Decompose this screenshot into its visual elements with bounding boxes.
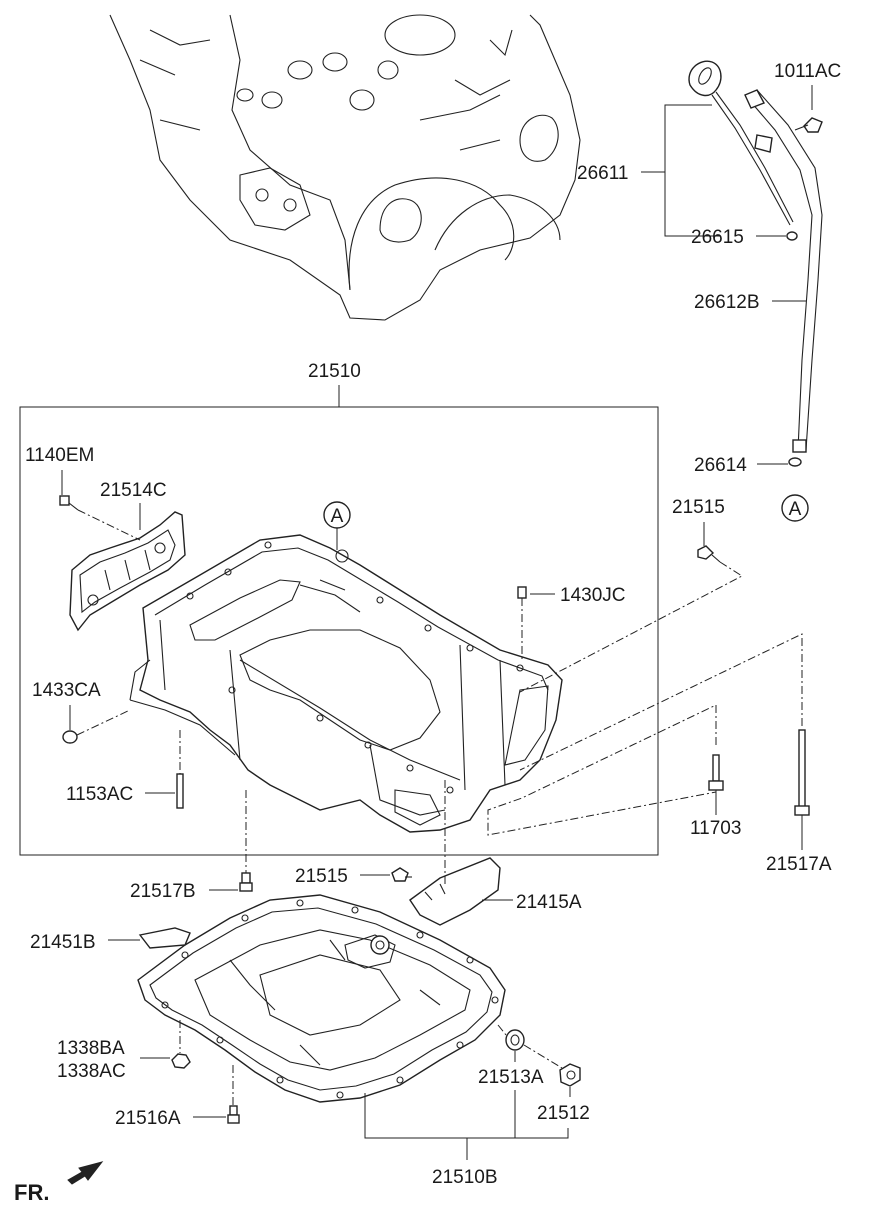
label-1338AC: 1338AC [57, 1061, 126, 1082]
label-1153AC: 1153AC [66, 784, 133, 805]
stud-1153AC [176, 730, 184, 809]
bolt-21515-upper [697, 545, 721, 563]
label-26614: 26614 [694, 455, 747, 476]
label-1011AC: 1011AC [774, 61, 841, 82]
label-11703: 11703 [690, 818, 741, 839]
label-1433CA: 1433CA [32, 680, 101, 701]
front-label: FR. [14, 1180, 49, 1205]
dipstick-assembly [688, 60, 823, 453]
bolt-11703 [708, 754, 724, 791]
label-26615: 26615 [691, 227, 744, 248]
lower-oil-pan [137, 894, 506, 1103]
label-21517B: 21517B [130, 881, 196, 902]
plug-1433CA [62, 709, 131, 744]
assembly-box-21510 [19, 406, 659, 856]
label-26611: 26611 [577, 163, 628, 184]
o-ring-26614 [788, 457, 802, 467]
label-21514C: 21514C [100, 480, 167, 501]
dowel-pin-1430JC [517, 586, 527, 660]
label-21513A: 21513A [478, 1067, 544, 1088]
label-21515-lower: 21515 [295, 866, 348, 887]
label-21451B: 21451B [30, 932, 96, 953]
svg-text:A: A [331, 506, 344, 527]
label-1430JC: 1430JC [560, 585, 626, 606]
label-1338BA: 1338BA [57, 1038, 125, 1059]
clip-21451B [138, 927, 191, 949]
bolt-21517B [239, 872, 253, 892]
label-1140EM: 1140EM [25, 445, 94, 466]
nut-1338BA [171, 1053, 191, 1069]
label-21510: 21510 [308, 361, 361, 382]
label-21516A: 21516A [115, 1108, 181, 1129]
label-21415A: 21415A [516, 892, 582, 913]
o-ring-26615 [786, 231, 798, 241]
long-bolt-21517A [794, 729, 810, 816]
drain-plug-21512 [559, 1063, 581, 1087]
svg-text:A: A [789, 499, 802, 520]
label-21512: 21512 [537, 1103, 590, 1124]
baffle-plate-21514C [69, 511, 186, 632]
front-direction-indicator: FR. [14, 1161, 104, 1205]
label-21510B: 21510B [432, 1167, 498, 1188]
engine-block-illustration [109, 14, 581, 321]
front-arrow-icon [67, 1161, 104, 1185]
bolt-1140EM [59, 495, 79, 511]
bolt-21515-lower [391, 867, 412, 882]
label-21517A: 21517A [766, 854, 832, 875]
shield-21415A [409, 857, 501, 926]
upper-oil-pan [129, 534, 563, 833]
label-26612B: 26612B [694, 292, 760, 313]
gasket-21513A [505, 1029, 525, 1051]
ref-marker-a: A [781, 494, 809, 522]
bolt-21516A [227, 1105, 240, 1124]
ref-marker-a-pan: A [323, 501, 351, 550]
label-21515-upper: 21515 [672, 497, 725, 518]
bolt-1011AC [794, 117, 823, 133]
